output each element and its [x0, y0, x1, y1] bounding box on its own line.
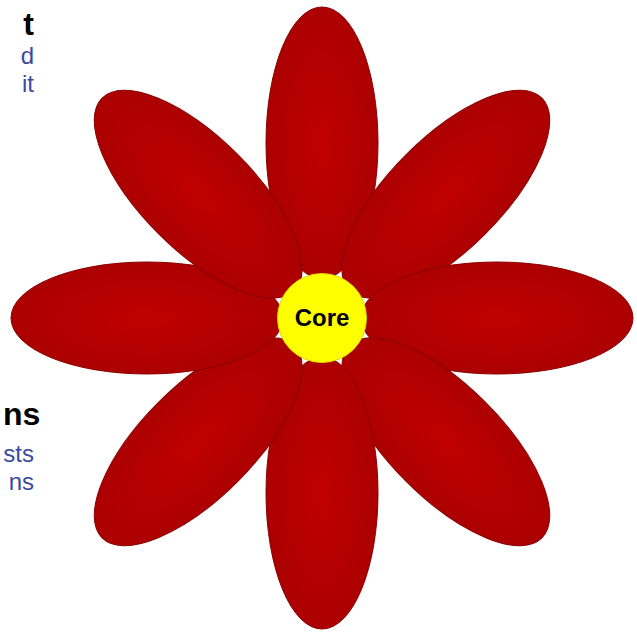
heading-fragment: t	[23, 8, 34, 40]
core-label: Core	[295, 304, 350, 332]
body-text-fragment: ns	[9, 470, 34, 494]
heading-fragment: ns	[3, 398, 40, 430]
petals	[11, 7, 633, 629]
body-text-fragment: sts	[3, 442, 34, 466]
core-circle: Core	[277, 273, 367, 363]
body-text-fragment: d	[21, 44, 34, 68]
body-text-fragment: it	[22, 72, 34, 96]
